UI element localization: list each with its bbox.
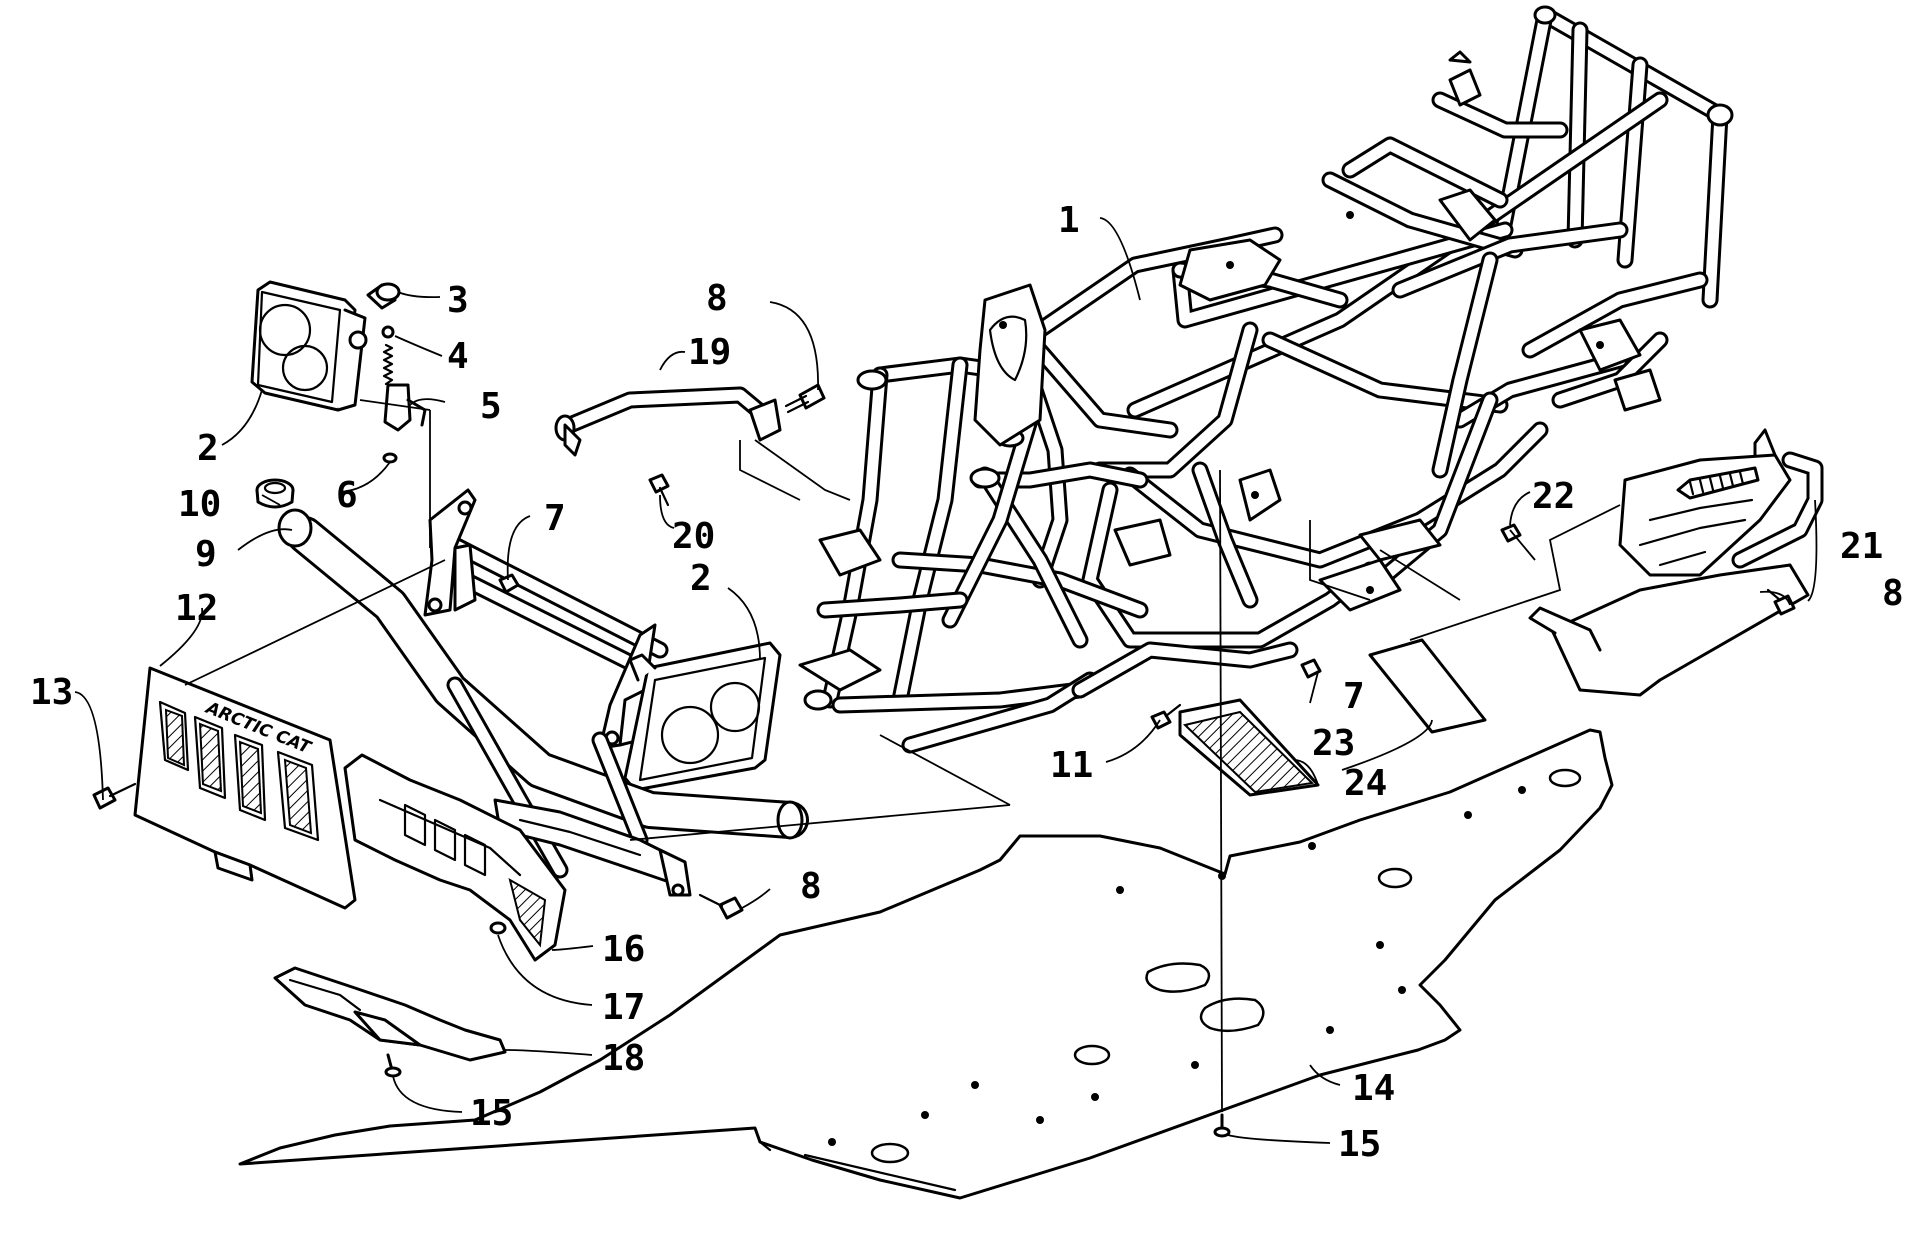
nut-small-part: [382, 452, 398, 464]
callout-15b: 15: [1338, 1124, 1381, 1165]
grommet-part: [255, 478, 295, 509]
callout-8c: 8: [800, 866, 822, 907]
callout-3: 3: [447, 280, 469, 321]
headlight-lower-part: [623, 641, 782, 792]
screw-15-plate-part: [1213, 1113, 1231, 1138]
callout-1: 1: [1058, 200, 1080, 241]
inner-grille-part: [343, 753, 567, 962]
spring-part: [381, 325, 395, 386]
main-frame-part: [798, 5, 1734, 754]
nut-7-frame-part: [1300, 658, 1322, 679]
shield-23-part: [1178, 698, 1320, 797]
headlight-upper-part: [250, 280, 368, 412]
callout-23: 23: [1312, 723, 1355, 764]
bulb-part: [366, 282, 401, 310]
callout-11: 11: [1050, 745, 1093, 786]
callout-17: 17: [602, 987, 645, 1028]
grille-part: ARCTIC CAT: [133, 666, 357, 910]
screw-15-guard-part: [384, 1053, 402, 1078]
callout-12: 12: [175, 588, 218, 629]
screw-17-part: [489, 921, 507, 935]
callout-15a: 15: [470, 1093, 513, 1134]
footrest-part: [1528, 428, 1824, 697]
callout-14: 14: [1352, 1068, 1395, 1109]
bolt-13-part: [92, 782, 137, 810]
leader-lines: [74, 217, 1818, 1144]
shield-24-part: [1368, 638, 1487, 734]
callout-21: 21: [1840, 526, 1883, 567]
callout-13: 13: [30, 672, 73, 713]
callout-5: 5: [480, 386, 502, 427]
callout-8a: 8: [706, 278, 728, 319]
callout-10: 10: [178, 484, 221, 525]
lower-guard-part: [273, 966, 507, 1062]
bolt-8-bumper-part: [698, 893, 744, 920]
callout-9: 9: [195, 534, 217, 575]
bracket-tube-part: [554, 386, 782, 457]
callout-4: 4: [447, 336, 469, 377]
callout-6: 6: [336, 475, 358, 516]
mounting-bracket-part: [383, 383, 427, 432]
callout-7a: 7: [544, 498, 566, 539]
callout-16: 16: [602, 929, 645, 970]
bolt-20-part: [648, 473, 670, 507]
callout-labels: 1 2 2 3 4 5 6 7 7 8 8 8 9 10 11 12 13 14…: [30, 200, 1904, 1165]
callout-22: 22: [1532, 476, 1575, 517]
skid-plate-part: [238, 728, 1614, 1200]
callout-2b: 2: [690, 558, 712, 599]
callout-19: 19: [688, 332, 731, 373]
callout-8b: 8: [1882, 573, 1904, 614]
callout-24: 24: [1344, 763, 1387, 804]
callout-20: 20: [672, 516, 715, 557]
callout-18: 18: [602, 1038, 645, 1079]
callout-7b: 7: [1343, 676, 1365, 717]
callout-2a: 2: [197, 428, 219, 469]
bolt-8-rack-part: [784, 383, 826, 414]
